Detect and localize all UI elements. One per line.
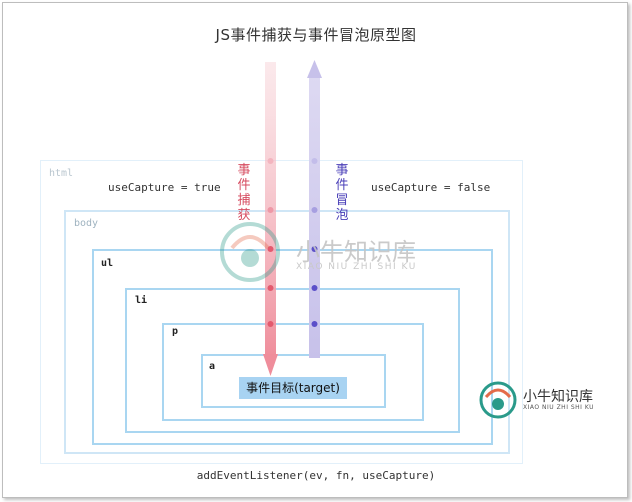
event-target: 事件目标(target) xyxy=(239,377,347,399)
li-box xyxy=(125,288,460,433)
capture-dot-p xyxy=(267,321,274,327)
p-box xyxy=(162,323,424,421)
bubble-shaft xyxy=(309,76,320,358)
capture-dot-li xyxy=(267,285,274,291)
capture-dot-ul xyxy=(267,246,274,252)
bubble-char: 冒 xyxy=(335,193,349,208)
bubble-dot-p xyxy=(311,321,318,327)
watermark-sub: XIAO NIU ZHI SHI KU xyxy=(296,262,417,272)
bubble-dot-ul xyxy=(311,246,318,252)
body-box-label: body xyxy=(74,218,99,229)
footer-caption: addEventListener(ev, fn, useCapture) xyxy=(196,469,436,482)
a-box xyxy=(201,354,386,408)
bubble-dot-body xyxy=(311,207,318,213)
capture-char: 件 xyxy=(237,178,251,193)
capture-dot-body xyxy=(267,207,274,213)
bubble-char: 事 xyxy=(335,163,349,178)
li-box-label: li xyxy=(135,295,148,306)
watermark-name-small: 小牛知识库 xyxy=(523,389,593,405)
bubble-char: 泡 xyxy=(335,208,349,223)
watermark-sub-small: XIAO NIU ZHI SHI KU xyxy=(523,404,595,411)
capture-char: 事 xyxy=(237,163,251,178)
ul-box xyxy=(92,249,493,445)
ul-box-label: ul xyxy=(101,258,114,269)
bubble-flag: useCapture = false xyxy=(371,181,491,194)
html-box-label: html xyxy=(49,168,74,179)
capture-arrowhead xyxy=(263,354,278,376)
capture-dot-html xyxy=(267,158,274,164)
bubble-label: 事 件 冒 泡 xyxy=(335,163,349,223)
bubble-dot-html xyxy=(311,158,318,164)
capture-char: 捕 xyxy=(237,193,251,208)
bubble-arrow xyxy=(307,60,322,358)
bubble-char: 件 xyxy=(335,178,349,193)
a-box-label: a xyxy=(209,361,216,372)
p-box-label: p xyxy=(172,326,179,337)
html-box xyxy=(40,160,523,464)
body-box xyxy=(64,210,510,454)
bubble-arrowhead xyxy=(307,60,322,78)
watermark-name: 小牛知识库 xyxy=(296,238,416,266)
capture-arrow xyxy=(263,62,278,376)
diagram-title: JS事件捕获与事件冒泡原型图 xyxy=(215,26,417,44)
watermark-logo-icon-small xyxy=(479,381,517,419)
capture-label: 事 件 捕 获 xyxy=(237,163,251,223)
capture-flag: useCapture = true xyxy=(108,181,221,194)
watermark-logo-icon xyxy=(220,222,280,282)
capture-char: 获 xyxy=(237,208,251,223)
bubble-dot-li xyxy=(311,285,318,291)
